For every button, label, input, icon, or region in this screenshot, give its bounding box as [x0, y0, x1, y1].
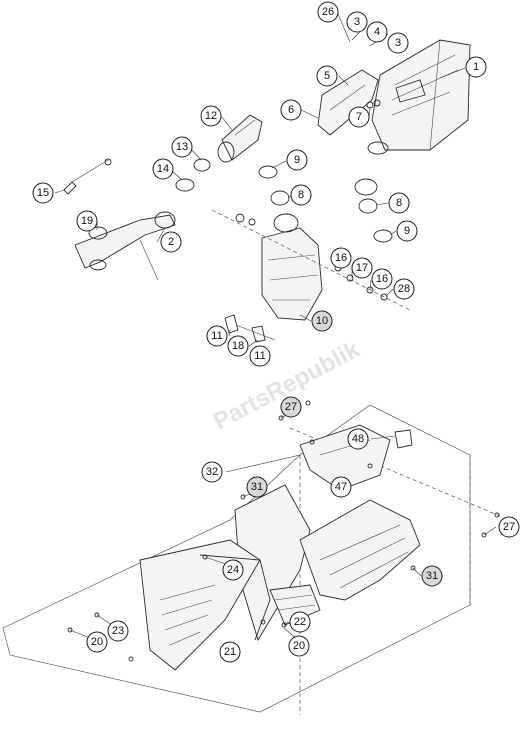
callout-27[interactable]: 27 — [498, 516, 520, 538]
svg-text:15: 15 — [37, 187, 49, 199]
svg-text:5: 5 — [324, 70, 330, 82]
svg-text:1: 1 — [473, 61, 479, 73]
svg-text:3: 3 — [395, 37, 401, 49]
svg-text:48: 48 — [352, 433, 364, 445]
svg-text:28: 28 — [398, 283, 410, 295]
callout-21[interactable]: 21 — [219, 641, 241, 663]
callout-18[interactable]: 18 — [227, 335, 249, 357]
callout-23[interactable]: 23 — [107, 620, 129, 642]
gasket-ring-drawing — [193, 158, 211, 172]
svg-text:27: 27 — [503, 521, 515, 533]
callout-15[interactable]: 15 — [32, 182, 54, 204]
svg-text:11: 11 — [211, 330, 222, 342]
callout-12[interactable]: 12 — [200, 105, 222, 127]
svg-text:27: 27 — [285, 401, 297, 413]
svg-text:21: 21 — [224, 646, 236, 658]
callout-27[interactable]: 27 — [280, 396, 302, 418]
callout-31[interactable]: 31 — [246, 476, 268, 498]
header-pipe-drawing — [74, 211, 176, 281]
callout-9[interactable]: 9 — [396, 220, 418, 242]
exhaust-chamber-drawing — [211, 209, 411, 321]
svg-text:4: 4 — [374, 26, 380, 38]
svg-text:19: 19 — [81, 215, 93, 227]
fastener-markers — [67, 400, 500, 662]
catalytic-pipe-drawing — [217, 114, 263, 163]
callout-17[interactable]: 17 — [351, 257, 373, 279]
muffler-drawing — [367, 39, 471, 155]
callout-28[interactable]: 28 — [393, 278, 415, 300]
callout-48[interactable]: 48 — [347, 428, 369, 450]
heat-shield-drawing — [317, 69, 379, 136]
stud-bolts-drawing — [224, 264, 388, 343]
svg-text:31: 31 — [426, 570, 438, 582]
svg-text:17: 17 — [356, 262, 368, 274]
callout-11[interactable]: 11 — [249, 345, 271, 367]
svg-text:3: 3 — [354, 16, 360, 28]
svg-text:14: 14 — [157, 163, 169, 175]
callout-6[interactable]: 6 — [280, 99, 302, 121]
svg-text:16: 16 — [335, 252, 347, 264]
callout-20[interactable]: 20 — [86, 631, 108, 653]
callout-11[interactable]: 11 — [206, 325, 228, 347]
svg-text:31: 31 — [251, 481, 263, 493]
svg-text:10: 10 — [316, 315, 328, 327]
callout-10[interactable]: 10 — [311, 310, 333, 332]
svg-text:9: 9 — [404, 225, 410, 237]
svg-text:7: 7 — [356, 111, 362, 123]
callout-4[interactable]: 4 — [366, 21, 388, 43]
callout-3[interactable]: 3 — [346, 11, 368, 33]
callout-13[interactable]: 13 — [171, 136, 193, 158]
svg-text:16: 16 — [376, 273, 388, 285]
svg-text:20: 20 — [91, 636, 103, 648]
callout-31[interactable]: 31 — [421, 565, 443, 587]
svg-text:47: 47 — [335, 481, 347, 493]
callout-5[interactable]: 5 — [316, 65, 338, 87]
svg-text:26: 26 — [322, 6, 334, 18]
callout-9[interactable]: 9 — [286, 149, 308, 171]
svg-text:18: 18 — [232, 340, 244, 352]
callout-20[interactable]: 20 — [288, 635, 310, 657]
callout-14[interactable]: 14 — [152, 158, 174, 180]
seal-ring-drawing — [270, 178, 378, 214]
lambda-sensor-drawing — [63, 158, 112, 195]
svg-text:11: 11 — [254, 350, 265, 362]
skid-plate-drawing — [234, 484, 421, 642]
svg-text:24: 24 — [227, 564, 239, 576]
svg-text:32: 32 — [206, 466, 218, 478]
svg-text:2: 2 — [168, 236, 174, 248]
silencer-bracket-drawing — [366, 79, 426, 109]
callout-19[interactable]: 19 — [76, 210, 98, 232]
clamp-drawing — [175, 165, 393, 243]
svg-text:9: 9 — [294, 154, 300, 166]
svg-text:13: 13 — [176, 141, 188, 153]
callout-16[interactable]: 16 — [330, 247, 352, 269]
callout-7[interactable]: 7 — [348, 106, 370, 128]
callout-47[interactable]: 47 — [330, 476, 352, 498]
callout-24[interactable]: 24 — [222, 559, 244, 581]
callout-8[interactable]: 8 — [388, 192, 410, 214]
svg-text:6: 6 — [288, 104, 294, 116]
callout-3[interactable]: 3 — [387, 32, 409, 54]
svg-text:8: 8 — [298, 189, 304, 201]
svg-text:20: 20 — [293, 640, 305, 652]
callout-1[interactable]: 1 — [465, 56, 487, 78]
svg-text:22: 22 — [294, 616, 306, 628]
callout-2[interactable]: 2 — [160, 231, 182, 253]
svg-text:12: 12 — [205, 110, 217, 122]
svg-text:23: 23 — [112, 625, 124, 637]
svg-text:8: 8 — [396, 197, 402, 209]
callout-32[interactable]: 32 — [201, 461, 223, 483]
callout-22[interactable]: 22 — [289, 611, 311, 633]
callout-8[interactable]: 8 — [290, 184, 312, 206]
callout-26[interactable]: 26 — [317, 1, 339, 23]
callout-16[interactable]: 16 — [371, 268, 393, 290]
